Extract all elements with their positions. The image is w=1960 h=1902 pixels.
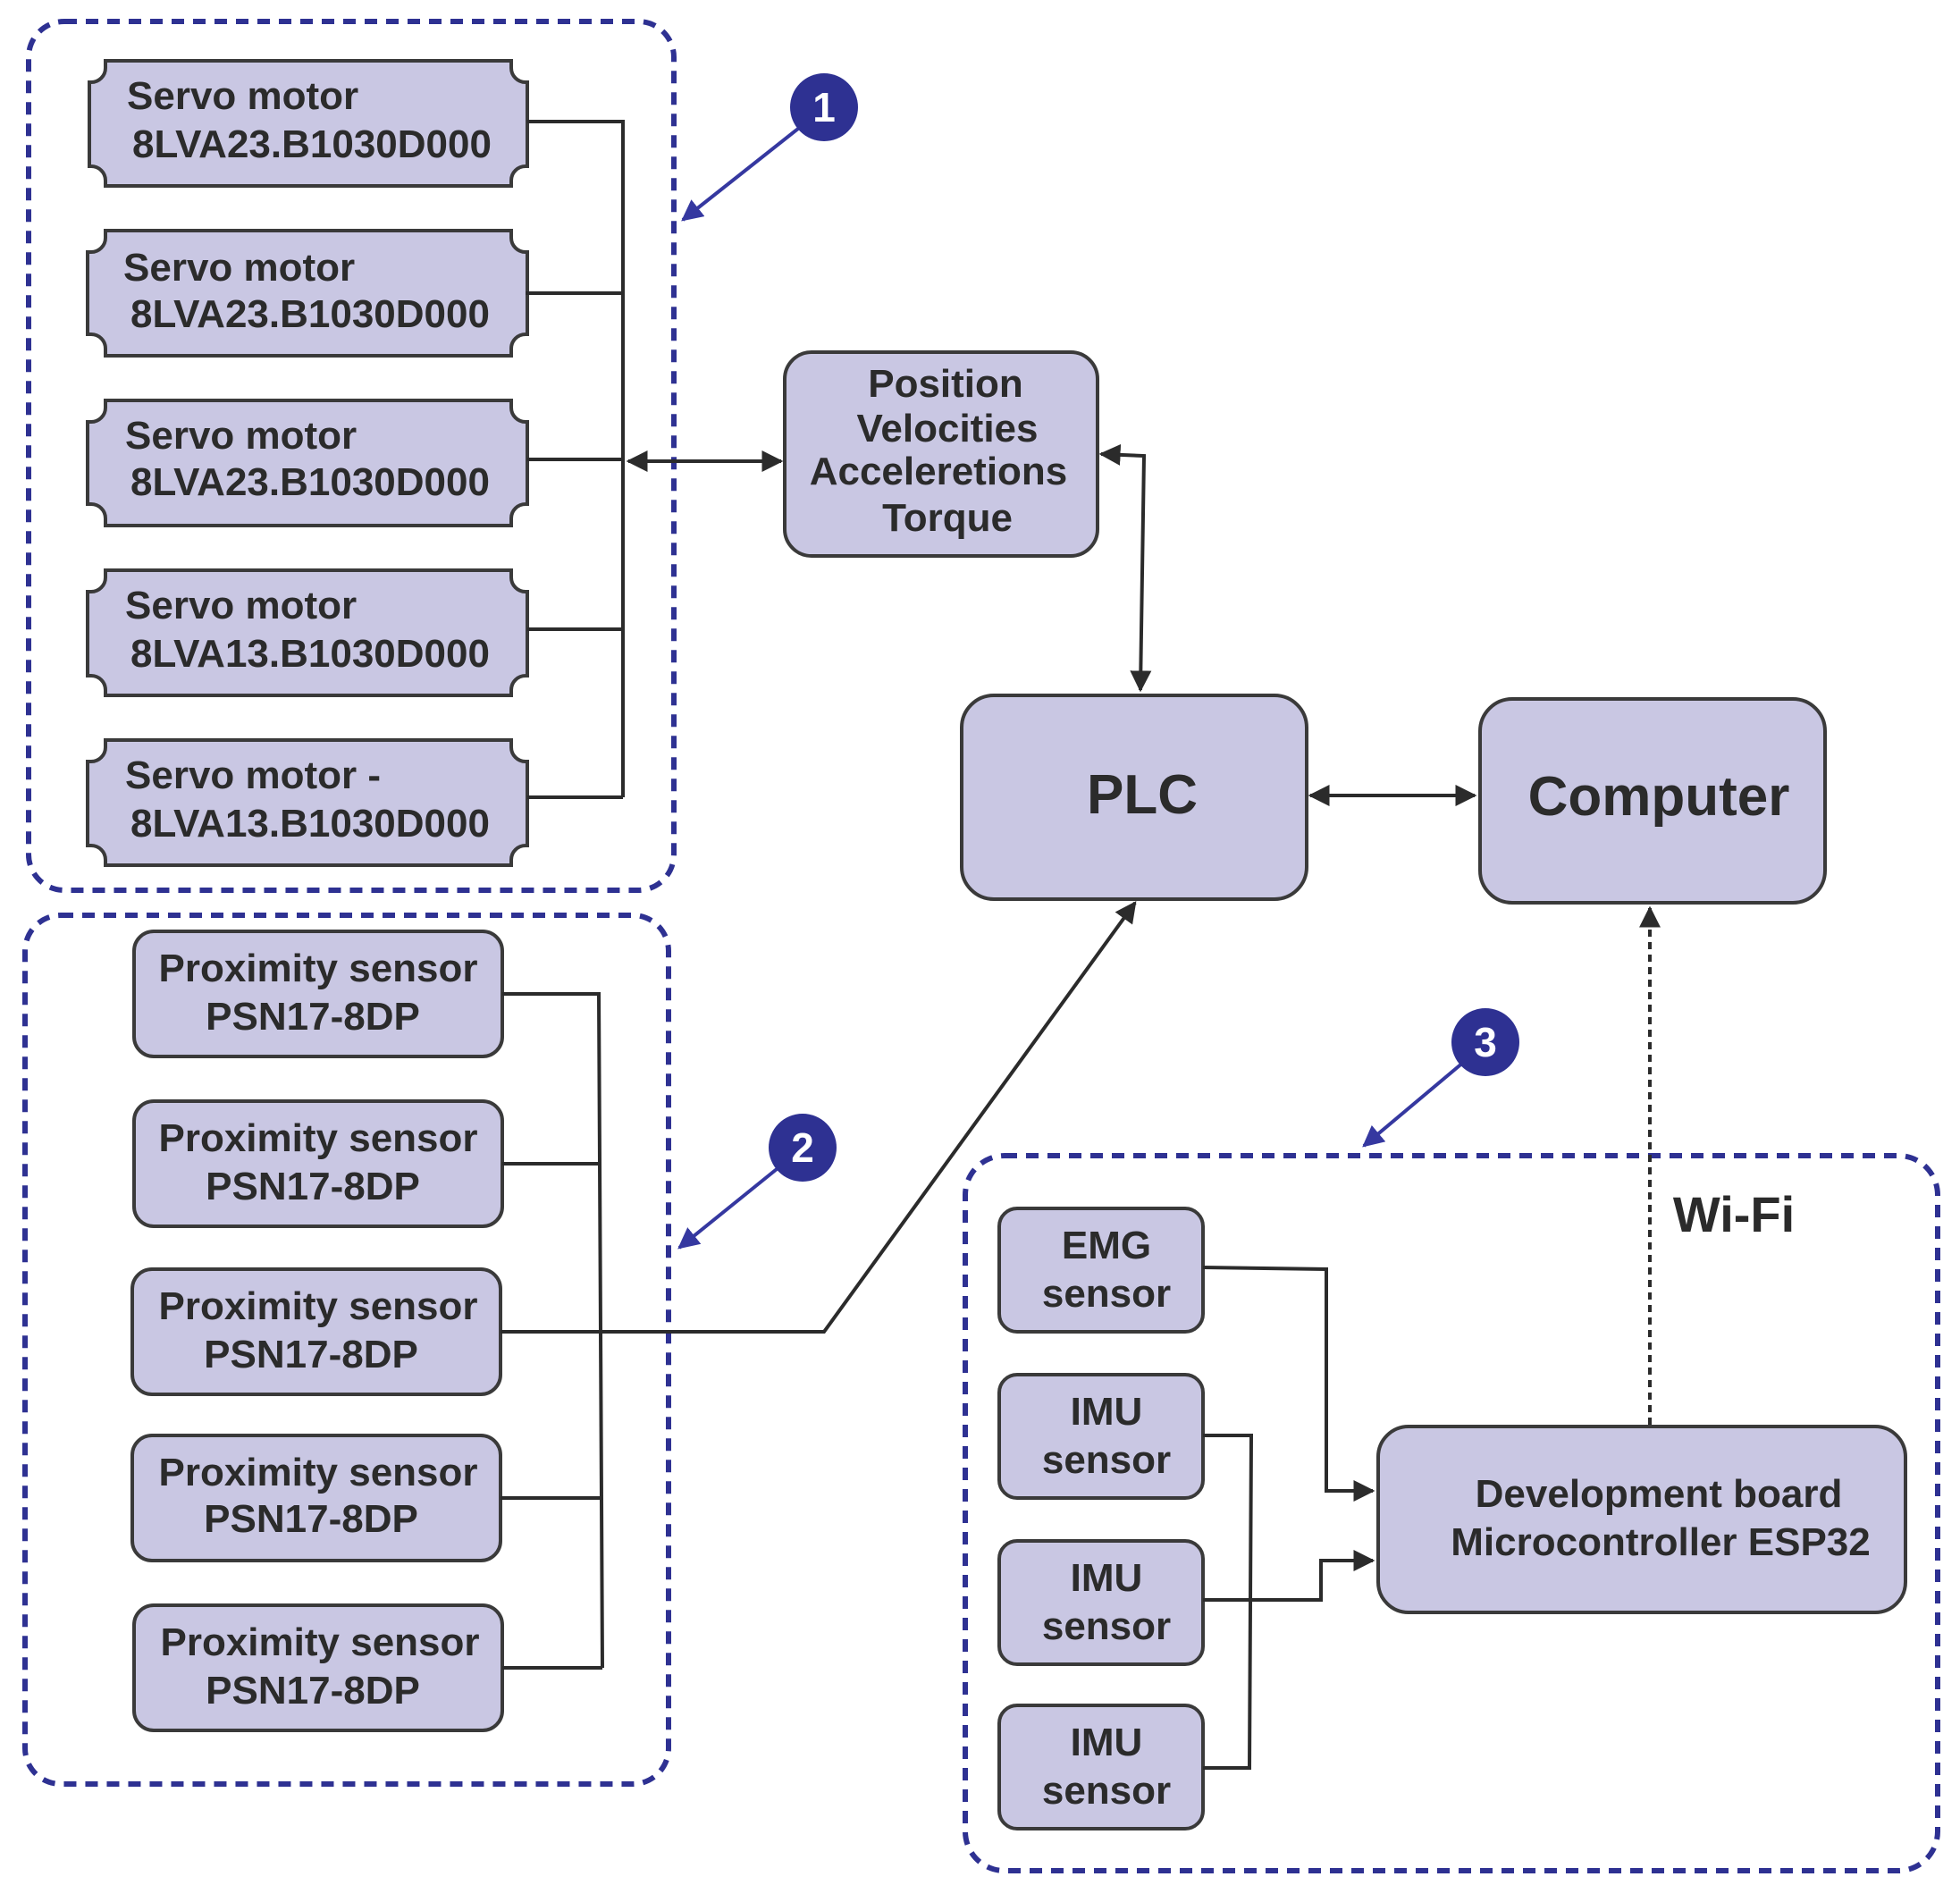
proximity-sensor-label: Proximity sensor xyxy=(158,1284,477,1328)
imu-board-connector xyxy=(1203,1550,1375,1602)
callout-2: 2 xyxy=(677,1114,837,1250)
servo-motor-label: Servo motor xyxy=(123,246,355,290)
proximity-plc-connector xyxy=(501,901,1137,1334)
proximity-sensor-node: Proximity sensor PSN17-8DP xyxy=(130,1434,502,1562)
proximity-sensor-node: Proximity sensor PSN17-8DP xyxy=(132,1099,504,1228)
plc-node: PLC xyxy=(960,694,1308,901)
proximity-sensor-label: Proximity sensor xyxy=(158,1116,477,1160)
servo-motor-label: Servo motor - xyxy=(125,753,381,797)
callout-1: 1 xyxy=(681,73,858,222)
proximity-bus-wiring xyxy=(501,992,604,1670)
imu-sensor-node: IMU sensor xyxy=(997,1539,1205,1666)
motion-data-line: Acceleretions xyxy=(810,450,1068,493)
callout-number: 2 xyxy=(791,1124,814,1171)
imu-sensor-label: sensor xyxy=(1042,1438,1171,1482)
motion-data-line: Velocities xyxy=(856,407,1038,450)
servo-group-box xyxy=(26,19,677,893)
proximity-sensor-node: Proximity sensor PSN17-8DP xyxy=(132,930,504,1058)
servo-motor-node: Servo motor 8LVA23.B1030D000 xyxy=(86,229,529,358)
imu-sensor-node: IMU sensor xyxy=(997,1373,1205,1500)
emg-sensor-label: EMG xyxy=(1062,1224,1151,1267)
plc-label: PLC xyxy=(1087,764,1198,826)
servo-motor-label: Servo motor xyxy=(127,74,358,118)
proximity-sensor-label: Proximity sensor xyxy=(158,1451,477,1494)
proximity-sensor-model: PSN17-8DP xyxy=(206,995,420,1039)
emg-sensor-node: EMG sensor xyxy=(997,1207,1205,1334)
motion-data-line: Torque xyxy=(882,496,1013,540)
dev-board-label: Development board xyxy=(1476,1472,1843,1516)
imu-sensor-label: IMU xyxy=(1071,1556,1143,1600)
servo-motor-node: Servo motor - 8LVA13.B1030D000 xyxy=(86,738,529,867)
callout-number: 1 xyxy=(812,84,836,130)
emg-board-connector xyxy=(1202,1266,1375,1502)
servo-motor-node: Servo motor 8LVA23.B1030D000 xyxy=(86,399,529,527)
proximity-sensor-node: Proximity sensor PSN17-8DP xyxy=(132,1603,504,1732)
motion-plc-connector xyxy=(1098,443,1152,693)
imu-sensor-label: IMU xyxy=(1071,1721,1143,1764)
servo-motor-model: 8LVA23.B1030D000 xyxy=(130,292,490,336)
callout-number: 3 xyxy=(1474,1019,1497,1065)
servo-motor-model: 8LVA13.B1030D000 xyxy=(130,632,490,676)
wearable-group-box xyxy=(963,1153,1940,1873)
callout-3: 3 xyxy=(1362,1008,1519,1148)
motion-data-node: Position Velocities Acceleretions Torque xyxy=(783,350,1099,558)
dev-board-node: Development board Microcontroller ESP32 xyxy=(1376,1425,1907,1614)
imu-sensor-node: IMU sensor xyxy=(997,1704,1205,1830)
proximity-sensor-model: PSN17-8DP xyxy=(204,1333,418,1376)
imu-sensor-label: sensor xyxy=(1042,1769,1171,1813)
computer-node: Computer xyxy=(1478,697,1827,905)
motion-data-line: Position xyxy=(868,362,1023,406)
proximity-group-box xyxy=(22,913,671,1787)
proximity-sensor-model: PSN17-8DP xyxy=(206,1165,420,1208)
servo-motor-label: Servo motor xyxy=(125,584,357,627)
imu-sensor-label: sensor xyxy=(1042,1604,1171,1648)
emg-sensor-label: sensor xyxy=(1042,1272,1171,1316)
servo-motor-node: Servo motor 8LVA13.B1030D000 xyxy=(86,568,529,697)
computer-label: Computer xyxy=(1528,766,1790,828)
servo-motor-model: 8LVA23.B1030D000 xyxy=(132,122,492,166)
proximity-sensor-model: PSN17-8DP xyxy=(204,1497,418,1541)
servo-bus-wiring xyxy=(526,120,625,799)
proximity-sensor-label: Proximity sensor xyxy=(158,947,477,990)
servo-motor-label: Servo motor xyxy=(125,414,357,458)
proximity-sensor-model: PSN17-8DP xyxy=(206,1669,420,1713)
proximity-sensor-node: Proximity sensor PSN17-8DP xyxy=(130,1267,502,1396)
servo-motor-node: Servo motor 8LVA23.B1030D000 xyxy=(88,59,529,188)
wifi-label: Wi-Fi xyxy=(1673,1186,1795,1242)
servo-motor-model: 8LVA23.B1030D000 xyxy=(130,460,490,504)
dev-board-label: Microcontroller ESP32 xyxy=(1451,1520,1870,1564)
servo-motor-model: 8LVA13.B1030D000 xyxy=(130,802,490,846)
imu-sensor-label: IMU xyxy=(1071,1390,1143,1434)
proximity-sensor-label: Proximity sensor xyxy=(160,1620,479,1664)
